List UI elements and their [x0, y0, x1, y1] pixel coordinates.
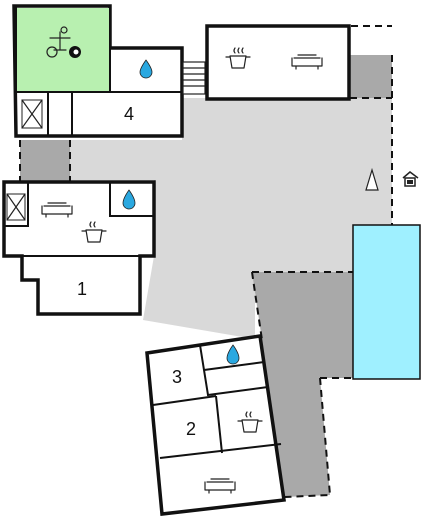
building-northeast [205, 24, 351, 101]
room-label-2: 2 [186, 419, 196, 439]
paving-lower [252, 272, 354, 497]
room-label-4: 4 [124, 104, 134, 124]
table-tennis-icon [46, 26, 71, 58]
room-label-1: 1 [77, 279, 87, 299]
stairs-icon [182, 61, 206, 95]
sofa-icon [41, 202, 73, 218]
pool [352, 224, 421, 380]
building-west: 1 [2, 180, 156, 316]
paving-link [20, 140, 70, 182]
building-north: 4 [12, 4, 184, 138]
sofa-icon [204, 478, 236, 494]
building-south: 3 2 [145, 334, 286, 516]
toilet-cross-icon [6, 193, 26, 221]
bathroom-drop-icon [226, 344, 240, 365]
toilet-cross-icon [21, 99, 43, 129]
bathroom-drop-icon [122, 189, 136, 210]
billiard-ball-icon [69, 46, 81, 58]
kitchen-pot-icon [237, 411, 263, 433]
bathroom-drop-icon [139, 59, 153, 79]
kitchen-pot-icon [225, 47, 251, 69]
paving-right [350, 55, 392, 98]
compass-north-icon [365, 167, 379, 191]
sofa-icon [291, 54, 323, 70]
room-label-3: 3 [172, 367, 182, 387]
house-entrance-icon [402, 171, 419, 187]
outdoor-areas [20, 55, 421, 500]
kitchen-pot-icon [81, 221, 107, 243]
